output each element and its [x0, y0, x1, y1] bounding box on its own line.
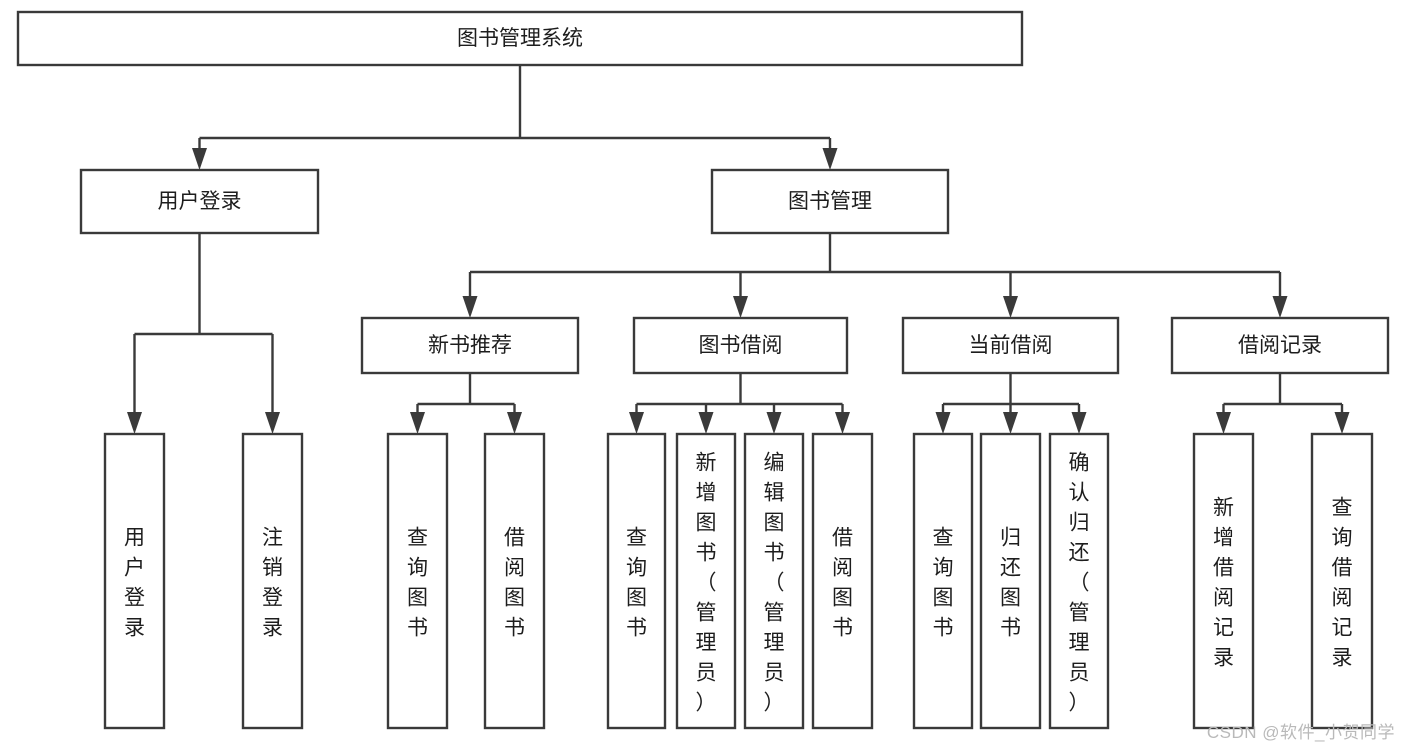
node-n-book-borrow[interactable]: 图书借阅 — [632, 316, 849, 375]
node-l-add-record[interactable]: 新增借阅记录 — [1192, 432, 1255, 730]
node-label: 图书管理系统 — [457, 27, 583, 50]
node-l-borrow-book-1[interactable]: 借阅图书 — [483, 432, 546, 730]
node-box-n-book-borrow[interactable] — [632, 316, 849, 375]
edge-group-n_book_borrow — [629, 373, 850, 434]
edge-group-root — [192, 65, 838, 170]
edge-group-n_book_mgmt — [462, 233, 1288, 318]
node-l-add-book[interactable]: 新增图书（管理员） — [675, 432, 737, 730]
edges-layer — [127, 65, 1350, 434]
node-label: 新增图书（管理员） — [696, 451, 717, 714]
node-label: 借阅记录 — [1238, 334, 1322, 357]
node-label: 用户登录 — [158, 190, 242, 213]
node-box-l-add-book[interactable] — [675, 432, 737, 730]
node-box-l-confirm-return[interactable] — [1048, 432, 1110, 730]
node-n-borrow-record[interactable]: 借阅记录 — [1170, 316, 1390, 375]
edge-group-n_user_login — [127, 233, 280, 434]
node-box-l-borrow-book-1[interactable] — [483, 432, 546, 730]
node-box-l-add-record[interactable] — [1192, 432, 1255, 730]
node-box-l-borrow-book-2[interactable] — [811, 432, 874, 730]
edge-group-n_new_book_rec — [410, 373, 522, 434]
edge-group-n_current_borrow — [935, 373, 1087, 434]
node-box-root[interactable] — [16, 10, 1024, 67]
node-box-l-query-book-2[interactable] — [606, 432, 667, 730]
node-box-n-borrow-record[interactable] — [1170, 316, 1390, 375]
node-box-n-current-borrow[interactable] — [901, 316, 1120, 375]
node-label: 用户登录 — [124, 526, 145, 639]
node-box-n-user-login[interactable] — [79, 168, 320, 235]
node-l-user-login[interactable]: 用户登录 — [103, 432, 166, 730]
node-label: 归还图书 — [1000, 526, 1021, 639]
node-l-query-book-3[interactable]: 查询图书 — [912, 432, 974, 730]
node-l-query-book-2[interactable]: 查询图书 — [606, 432, 667, 730]
nodes-layer: 图书管理系统用户登录图书管理新书推荐图书借阅当前借阅借阅记录用户登录注销登录查询… — [16, 10, 1390, 730]
edge-group-n_borrow_record — [1216, 373, 1350, 434]
node-label: 当前借阅 — [969, 334, 1053, 357]
node-root[interactable]: 图书管理系统 — [16, 10, 1024, 67]
csdn-watermark: CSDN @软件_小贺同学 — [1206, 723, 1395, 742]
node-l-user-logout[interactable]: 注销登录 — [241, 432, 304, 730]
node-label: 图书管理 — [788, 190, 872, 213]
node-box-l-query-book-1[interactable] — [386, 432, 449, 730]
node-label: 确认归还（管理员） — [1069, 451, 1090, 714]
node-label: 图书借阅 — [699, 334, 783, 357]
node-n-book-mgmt[interactable]: 图书管理 — [710, 168, 950, 235]
node-box-l-query-book-3[interactable] — [912, 432, 974, 730]
node-label: 查询借阅记录 — [1332, 496, 1353, 669]
node-l-query-book-1[interactable]: 查询图书 — [386, 432, 449, 730]
node-n-current-borrow[interactable]: 当前借阅 — [901, 316, 1120, 375]
node-label: 查询图书 — [626, 526, 647, 639]
node-box-l-edit-book[interactable] — [743, 432, 805, 730]
node-box-l-user-logout[interactable] — [241, 432, 304, 730]
node-l-borrow-book-2[interactable]: 借阅图书 — [811, 432, 874, 730]
node-label: 新增借阅记录 — [1213, 496, 1234, 669]
node-l-confirm-return[interactable]: 确认归还（管理员） — [1048, 432, 1110, 730]
node-n-new-book-rec[interactable]: 新书推荐 — [360, 316, 580, 375]
node-l-edit-book[interactable]: 编辑图书（管理员） — [743, 432, 805, 730]
node-box-l-query-record[interactable] — [1310, 432, 1374, 730]
node-l-return-book[interactable]: 归还图书 — [979, 432, 1042, 730]
node-label: 注销登录 — [262, 526, 283, 639]
node-box-l-return-book[interactable] — [979, 432, 1042, 730]
node-label: 借阅图书 — [832, 526, 853, 639]
node-n-user-login[interactable]: 用户登录 — [79, 168, 320, 235]
node-box-n-new-book-rec[interactable] — [360, 316, 580, 375]
node-box-l-user-login[interactable] — [103, 432, 166, 730]
node-box-n-book-mgmt[interactable] — [710, 168, 950, 235]
node-label: 借阅图书 — [504, 526, 525, 639]
node-label: 查询图书 — [933, 526, 954, 639]
node-label: 查询图书 — [407, 526, 428, 639]
node-label: 编辑图书（管理员） — [764, 451, 785, 714]
node-l-query-record[interactable]: 查询借阅记录 — [1310, 432, 1374, 730]
node-label: 新书推荐 — [428, 334, 512, 357]
